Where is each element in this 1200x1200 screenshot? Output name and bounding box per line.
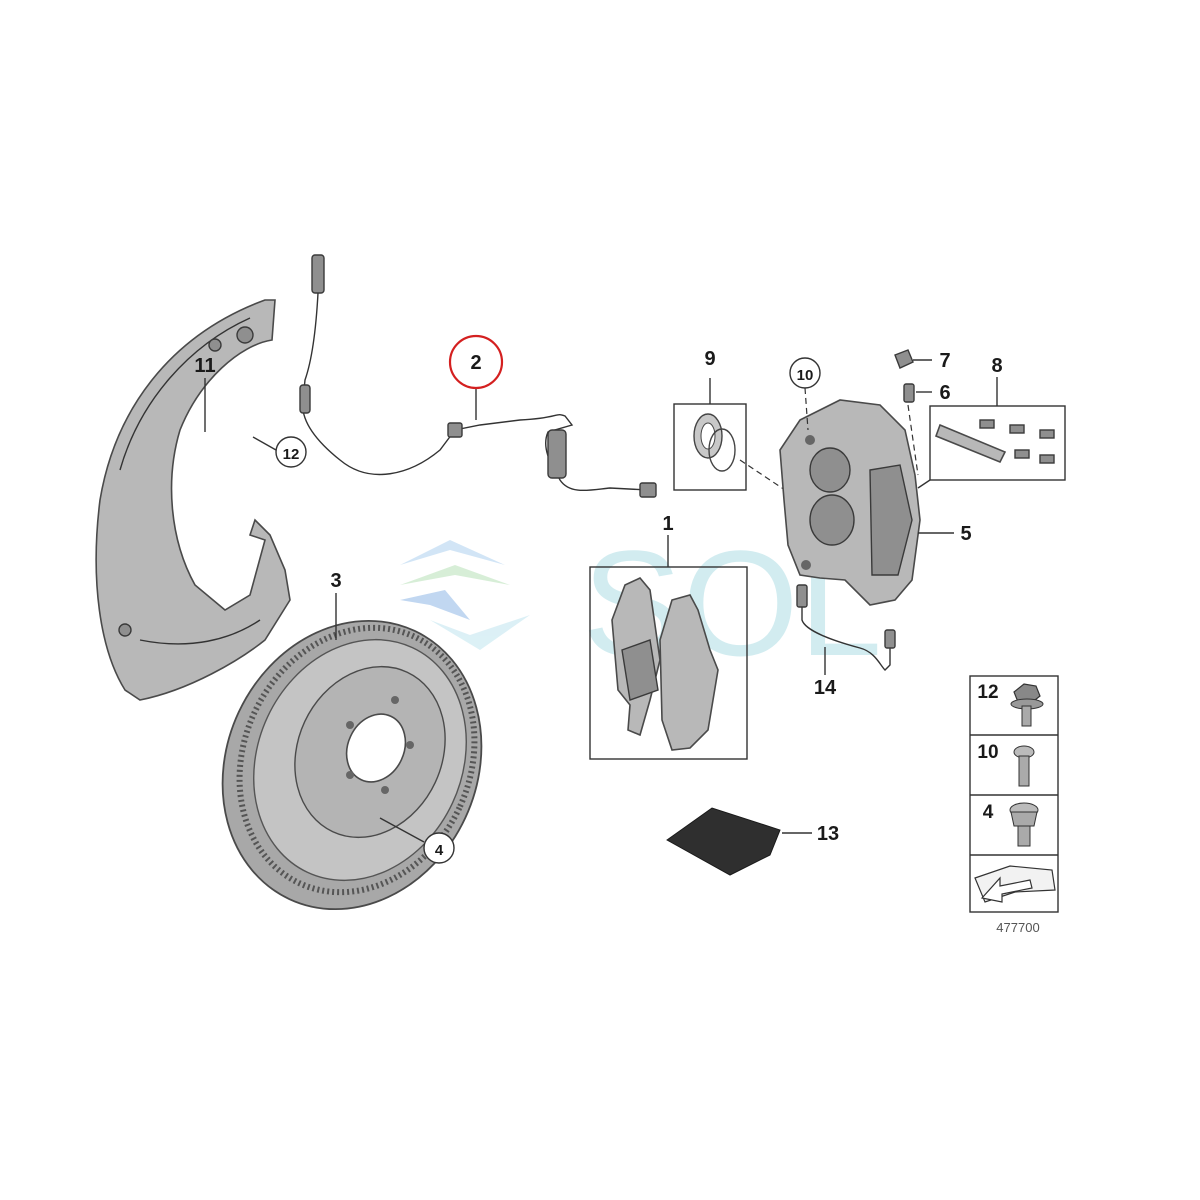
hardware-legend: 12 10 4	[969, 675, 1059, 913]
leader-12	[252, 436, 277, 451]
flange-bolt-icon	[1010, 683, 1044, 727]
brake-caliper	[779, 399, 921, 606]
brake-pads	[611, 577, 719, 751]
direction-arrow-icon	[974, 865, 1056, 903]
callout-13: 13	[817, 823, 839, 845]
callout-12: 12	[283, 446, 300, 463]
callout-3: 3	[330, 570, 341, 592]
legend-label-10: 10	[977, 742, 998, 763]
legend-label-4: 4	[983, 802, 994, 823]
diagram-number: 477700	[996, 920, 1039, 935]
screw-icon	[1009, 802, 1039, 847]
callout-2: 2	[470, 352, 481, 374]
callout-10-circle	[789, 357, 821, 389]
leader-6-dash	[907, 404, 919, 476]
seal-kit	[693, 413, 736, 472]
bleeder-cap	[894, 349, 914, 369]
bolt-icon	[1013, 745, 1035, 787]
callout-8: 8	[991, 355, 1002, 377]
brake-disc	[221, 619, 483, 911]
callout-4-circle	[423, 832, 455, 864]
callout-9: 9	[704, 348, 715, 370]
leader-8-link	[917, 479, 931, 489]
callout-7: 7	[939, 350, 950, 372]
leader-4	[379, 817, 425, 843]
brake-hose	[796, 584, 896, 671]
grease-packet	[666, 807, 781, 876]
callout-12-circle	[275, 436, 307, 468]
highlight-circle	[448, 334, 504, 390]
callout-1: 1	[662, 513, 673, 535]
splash-shield	[95, 299, 291, 701]
callout-4: 4	[435, 842, 444, 859]
callout-5: 5	[960, 523, 971, 545]
callout-11: 11	[194, 355, 215, 377]
bleeder-screw	[903, 383, 915, 403]
hardware-kit	[934, 419, 1055, 464]
callout-6: 6	[939, 382, 950, 404]
callout-14: 14	[814, 677, 837, 699]
wear-sensor	[299, 254, 657, 498]
leader-10-dash	[804, 387, 809, 431]
hardware-kit-box	[929, 405, 1066, 481]
legend-label-12: 12	[977, 682, 998, 703]
callout-10: 10	[797, 367, 814, 384]
